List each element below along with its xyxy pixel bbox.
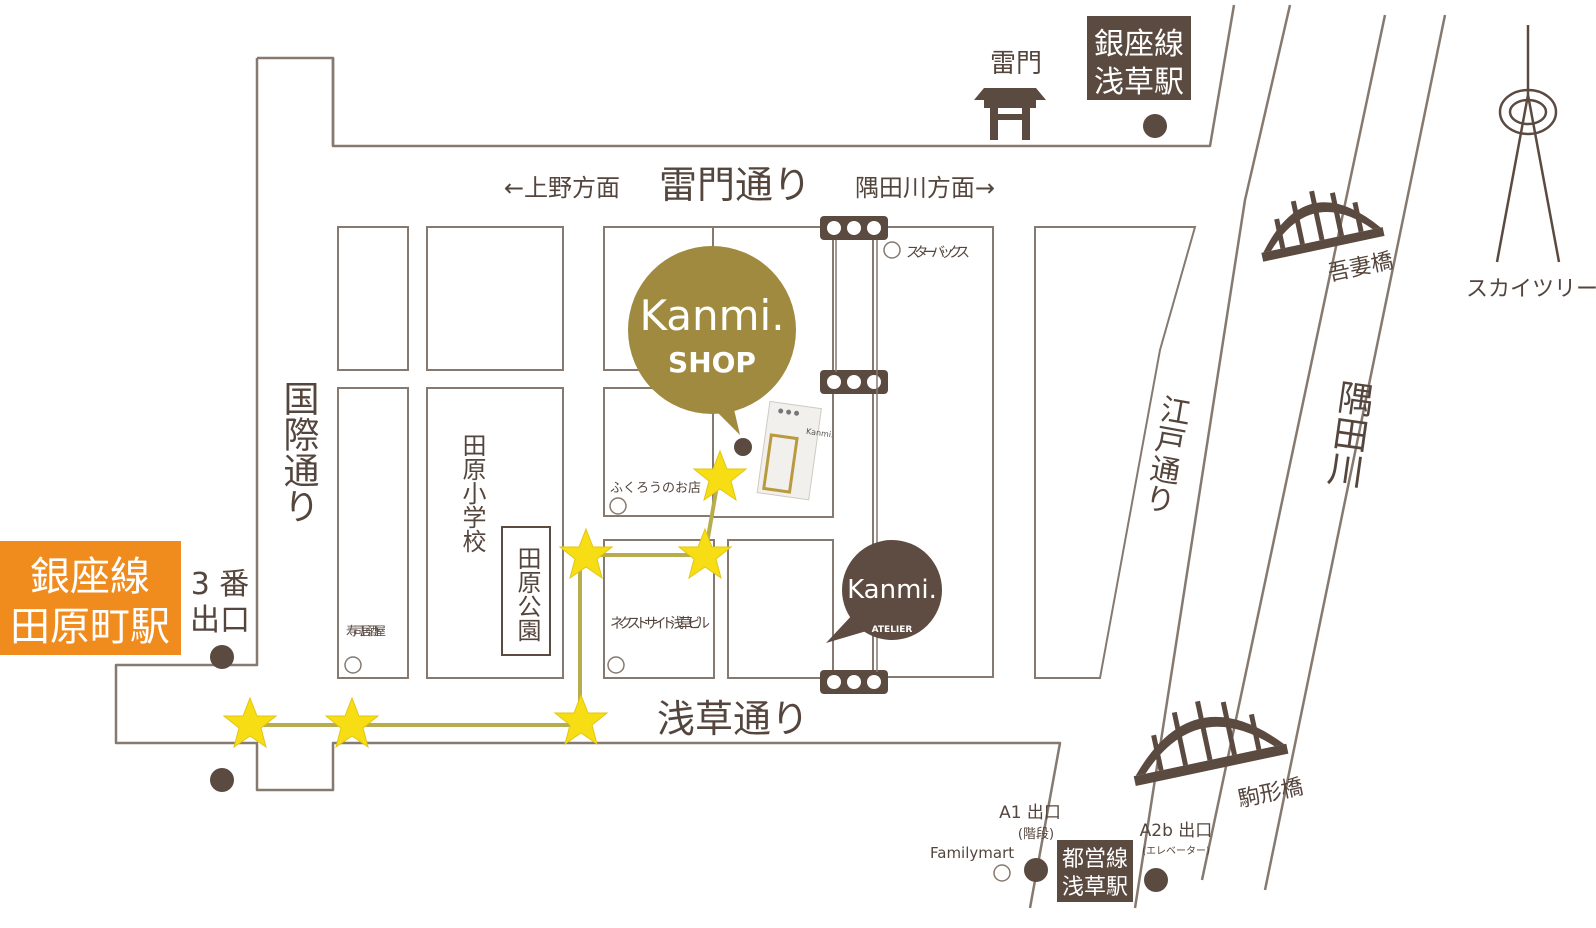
traffic-signals [820, 216, 888, 694]
shop-location-dot [734, 438, 752, 456]
block [426, 226, 564, 371]
map-labels: 雷門 雷門通り ←上野方面 隅田川方面→ 浅草通り スターバックス ふくろうのお… [190, 49, 1596, 862]
exit3-line1: 3 番 [191, 567, 250, 602]
street-label-kokusai: 国際通り [278, 380, 319, 524]
block [727, 539, 834, 679]
kanmi-building-icon: Kanmi. [756, 400, 835, 501]
station-toei-asakusa: 都営線 浅草駅 [1057, 840, 1133, 902]
building-label: Kanmi. [806, 427, 835, 440]
poi-marker [607, 656, 625, 674]
gate-label: 雷門 [990, 49, 1042, 79]
block [337, 387, 409, 679]
kanmi-shop-bubble: Kanmi. SHOP [628, 246, 796, 435]
direction-sumida: 隅田川方面→ [855, 174, 995, 202]
poi-marker [883, 241, 901, 259]
route-stars [222, 449, 748, 749]
river-label: 隅田川 [1320, 377, 1376, 490]
vertical-labels: 国際通り 田原小学校 江戸通り 隅田川 [278, 377, 1376, 553]
poi-marker [344, 656, 362, 674]
poi-starbucks: スターバックス [906, 245, 970, 261]
poi-marker [993, 864, 1011, 882]
skytree-icon [1495, 25, 1561, 263]
road-network [114, 4, 1447, 909]
street-label-asakusa: 浅草通り [657, 697, 809, 741]
block [337, 226, 409, 371]
traffic-light-icon [820, 216, 888, 240]
exit3-line2: 出口 [190, 603, 250, 638]
route-star [677, 527, 733, 580]
exit-dot [210, 645, 234, 669]
exit-a1-label: A1 出口 [999, 803, 1061, 823]
poi-familymart: Familymart [930, 844, 1014, 862]
street-label-kaminarimon: 雷門通り [659, 163, 811, 207]
traffic-light-icon [820, 670, 888, 694]
atelier-sub: ATELIER [872, 625, 913, 635]
poi-marker [609, 497, 627, 515]
station-line: 銀座線 [30, 554, 150, 600]
exit-dot [1144, 868, 1168, 892]
traffic-light-icon [820, 370, 888, 394]
route-star [692, 449, 748, 502]
skytree-label: スカイツリー [1466, 277, 1596, 302]
park-label: 田原公園 [513, 546, 541, 642]
route-star [553, 693, 609, 746]
shop-brand: Kanmi. [639, 291, 784, 340]
exit-dots [210, 114, 1168, 892]
sumida-east-bank [1263, 14, 1447, 891]
poi-fukurou: ふくろうのお店 [610, 481, 701, 496]
station-line: 都営線 [1062, 847, 1128, 872]
azuma-bridge-icon [1261, 190, 1385, 262]
route-star [324, 696, 380, 749]
poi-markers [344, 241, 1011, 882]
block [1034, 226, 1197, 679]
exit-dot [1143, 114, 1167, 138]
exit-dot [1024, 858, 1048, 882]
atelier-brand: Kanmi. [847, 575, 937, 605]
station-ginza-tawaramachi: 銀座線 田原町駅 [0, 541, 181, 655]
poi-sushi: 寿司居酒屋 [346, 624, 386, 638]
kaminarimon-gate-icon [974, 88, 1046, 140]
exit-a1-note: (階段) [1018, 827, 1054, 842]
tawara-park: 田原公園 [501, 526, 551, 656]
station-name: 田原町駅 [10, 604, 170, 650]
station-ginza-asakusa: 銀座線 浅草駅 [1087, 16, 1191, 100]
main-road-inner-outline [114, 58, 1062, 909]
kanmi-atelier-bubble: Kanmi. ATELIER [826, 540, 942, 643]
shop-sub: SHOP [668, 346, 756, 379]
exit-a2b-note: (エレベーター) [1142, 845, 1210, 857]
poi-next-site: ネクストサイト浅草ビル [610, 616, 710, 632]
station-name: 浅草駅 [1094, 65, 1184, 100]
direction-ueno: ←上野方面 [504, 174, 620, 202]
azuma-bridge-label: 吾妻橋 [1326, 249, 1396, 287]
komagata-bridge-label: 駒形橋 [1236, 775, 1306, 813]
route-star [222, 696, 278, 749]
exit-a2b-label: A2b 出口 [1140, 821, 1213, 841]
exit-dot [210, 768, 234, 792]
school-label: 田原小学校 [458, 433, 486, 553]
komagata-bridge-icon [1133, 700, 1289, 786]
route-star [558, 527, 614, 580]
station-name: 浅草駅 [1062, 875, 1128, 900]
right-road-edge [1133, 4, 1292, 909]
station-line: 銀座線 [1094, 27, 1184, 62]
